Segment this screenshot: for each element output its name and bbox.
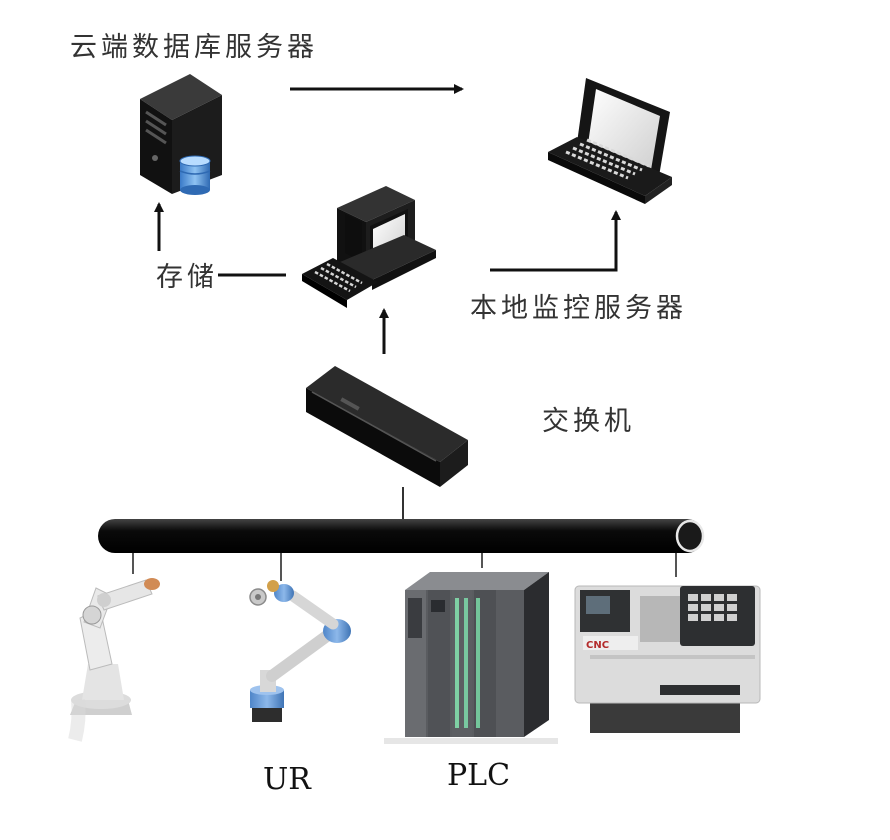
local-server-label: 本地监控服务器 (470, 293, 687, 324)
database-icon (179, 155, 211, 195)
switch-label: 交换机 (542, 406, 635, 437)
arrow-local-server-to-laptop (490, 210, 621, 272)
cnc-lathe-icon: CNC (574, 585, 761, 733)
plc-icon (384, 572, 558, 744)
switch-icon (306, 366, 468, 487)
network-bus (98, 519, 705, 553)
laptop-icon (548, 78, 672, 204)
industrial-robot-icon (68, 578, 160, 742)
cloud-server-label: 云端数据库服务器 (70, 32, 318, 63)
plc-label: PLC (447, 758, 511, 793)
server-icon (140, 74, 222, 194)
ur-cobot-icon (249, 580, 351, 722)
cnc-brand-label: CNC (586, 640, 609, 651)
ur-label: UR (263, 762, 311, 797)
desktop-computer-icon (302, 186, 436, 308)
storage-label: 存储 (156, 262, 218, 293)
